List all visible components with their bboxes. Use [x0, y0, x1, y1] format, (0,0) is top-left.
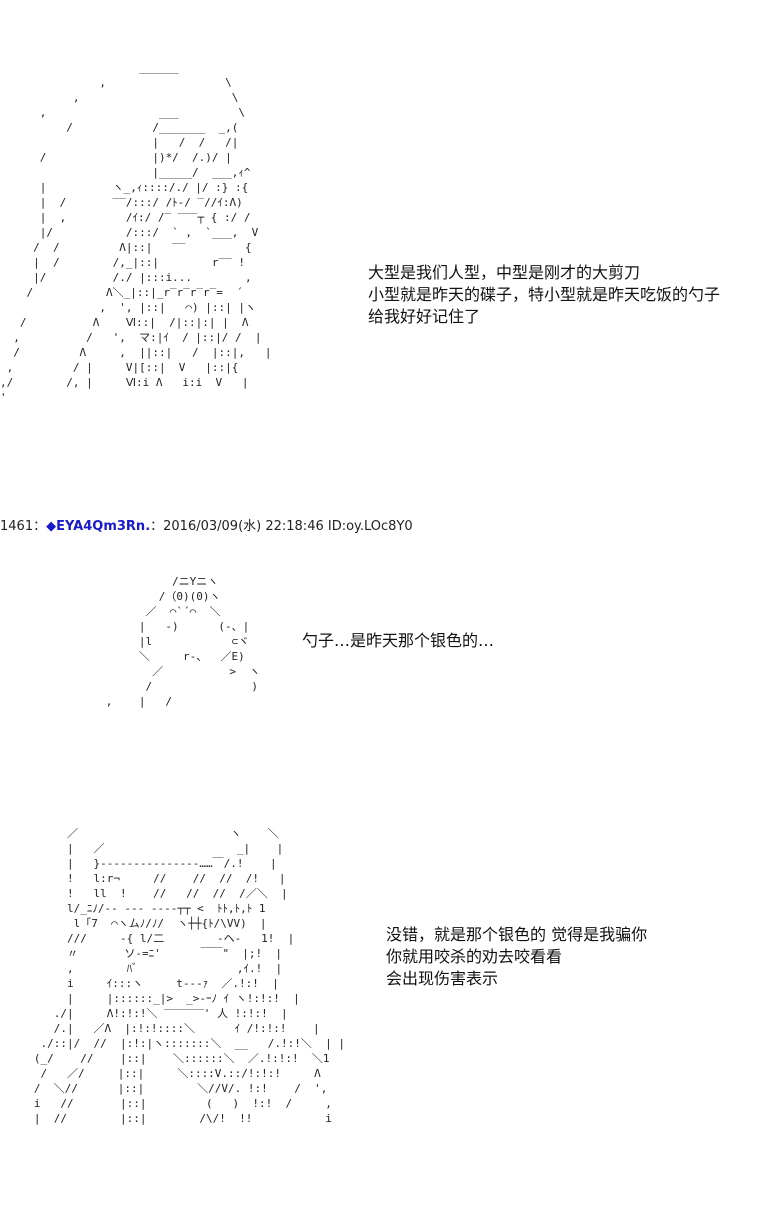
caption-line: 大型是我们人型，中型是刚才的大剪刀: [368, 263, 641, 282]
ascii-art-line: | / / /|: [0, 136, 239, 149]
ascii-art-line: |/ /:::/ ` , `___, V: [0, 226, 259, 239]
ascii-art-line: | / /,_|::| r‾‾ !: [0, 256, 246, 269]
ascii-art-line: ./| Λ!:!:!＼ ‾‾‾‾‾‾' 人 !:!:! |: [14, 1007, 288, 1020]
ascii-art-line: 〃 ソ‐=ﾆ' ￣￣" |;! |: [14, 947, 283, 960]
ascii-art-line: , / | V|[::| V |::|{: [0, 361, 239, 374]
caption-line: 会出现伤害表示: [386, 969, 499, 988]
post-meta: ：2016/03/09(水) 22:18:46 ID:oy.LOc8Y0: [150, 519, 413, 534]
ascii-art-line: / /_______ _,(: [0, 121, 239, 134]
ascii-art-line: | , /ｲ:/ /‾ ‾‾‾┬ { :/ /: [0, 211, 251, 224]
ascii-art-line: / Λ , ||::| / |::|, |: [0, 346, 272, 359]
ascii-art-line: ／ > ヽ: [66, 665, 261, 678]
ascii-art-line: |l ⊂ヾ: [66, 635, 250, 648]
ascii-art-line: i ｲ:::ヽ t‐‐-ｧ ／.!:! |: [14, 977, 279, 990]
ascii-art-large-figure: ______ , \ , \ , ___ \ / /_______ _,( | …: [0, 60, 272, 405]
ascii-art-line: | ／ _| |: [14, 842, 284, 855]
post-separator: ：: [33, 519, 47, 534]
ascii-art-line: /.| ／Λ |:!:!::::＼ ｲ /!:!:! |: [14, 1022, 320, 1035]
ascii-art-line: ／ ⌒`´⌒ ＼: [66, 605, 221, 618]
ascii-art-line: , \: [0, 91, 239, 104]
ascii-art-line: /ニYニヽ: [66, 575, 219, 588]
ascii-art-line: / Λ＼_|::|_r‾r‾r‾r‾= ´: [0, 286, 243, 299]
ascii-art-line: i // |::| ( ) !:! / ,: [14, 1097, 332, 1110]
caption-line: 小型就是昨天的碟子，特小型就是昨天吃饭的勺子: [368, 285, 721, 304]
ascii-art-line: ＼ r‐、 ／E): [66, 650, 245, 663]
poster-name: EYA4Qm3Rn: [56, 519, 146, 534]
ascii-art-line: l/_ﾆﾉ/‐‐ ‐‐‐ ‐‐‐‐┬┬ < ﾄﾄ,ﾄ,ﾄ 1: [14, 902, 266, 915]
post-number[interactable]: 1461: [0, 519, 34, 534]
ascii-art-line: | / ‾‾/:::/ /ﾄ-/ ‾//ｲ:Λ): [0, 196, 243, 209]
caption-line: 勺子…是昨天那个银色的…: [302, 631, 495, 650]
caption-spoon: 勺子…是昨天那个银色的…: [302, 630, 494, 652]
ascii-art-line: | }‐‐‐‐‐‐‐‐‐‐‐‐‐‐‐……￣/.! |: [14, 857, 277, 870]
ascii-art-scissor-figure: ／ ヽ ＼ | ／ _| | | }‐‐‐‐‐‐‐‐‐‐‐‐‐‐‐……￣/.! …: [14, 826, 345, 1126]
ascii-art-line: /（0)(0)ヽ: [66, 590, 221, 603]
ascii-art-line: |_____/ ___,ｨ^: [0, 166, 251, 179]
ascii-art-line: / Λ Ⅵ::| /|::|:| | Λ: [0, 316, 249, 329]
ascii-art-line: ! l:r¬ // // // /! |: [14, 872, 286, 885]
ascii-art-line: , ', |::| ⌒) |::| |ヽ: [0, 301, 257, 314]
ascii-art-line: | // |::| /\/! !! i: [14, 1112, 332, 1125]
trip-diamond-icon: ◆: [46, 519, 57, 534]
ascii-art-line: ,/ /, | Ⅵ:i Λ i:i V |: [0, 376, 249, 389]
post-header: 1461：◆EYA4Qm3Rn.：2016/03/09(水) 22:18:46 …: [0, 518, 413, 536]
ascii-art-line: ／ ヽ ＼: [14, 827, 279, 840]
ascii-art-line: , ﾊﾞ ,ｲ.! |: [14, 962, 283, 975]
ascii-art-line: / |)*/ /.)/ |: [0, 151, 232, 164]
ascii-art-yaruo-face: /ニYニヽ /（0)(0)ヽ ／ ⌒`´⌒ ＼ | -) (-、| |l ⊂ヾ …: [66, 574, 260, 709]
ascii-art-line: | -) (-、|: [66, 620, 250, 633]
ascii-art-line: , | /: [66, 695, 172, 708]
ascii-art-line: , ___ \: [0, 106, 246, 119]
caption-line: 没错，就是那个银色的 觉得是我骗你: [386, 925, 648, 944]
ascii-art-line: / ＼// |::| ＼//V/. !:! / ',: [14, 1082, 328, 1095]
ascii-art-line: ! ll ! // // // /／＼ |: [14, 887, 288, 900]
ascii-art-line: l「7 ⌒ヽムﾉ/ﾉ/ ヽ┼┼{ﾄ/\VV) |: [14, 917, 267, 930]
ascii-art-line: | ヽ_,ｨ::::/./ |/ :} :{: [0, 181, 249, 194]
caption-silver: 没错，就是那个银色的 觉得是我骗你 你就用咬杀的劝去咬看看 会出现伤害表示: [386, 924, 647, 990]
ascii-art-line: / / Λ|::| ‾‾ {: [0, 241, 252, 254]
ascii-art-line: / ): [66, 680, 259, 693]
caption-line: 你就用咬杀的劝去咬看看: [386, 947, 563, 966]
ascii-art-line: ': [0, 391, 7, 404]
ascii-art-line: / ／/ |::| ＼::::V.::/!:!:! Λ: [14, 1067, 321, 1080]
caption-line: 给我好好记住了: [368, 307, 481, 326]
ascii-art-line: | |::::::_|> _>-ｰﾉ ｲ ヽ!:!:! |: [14, 992, 300, 1005]
ascii-art-line: /// -{ l/二 ‐ヘ- 1! |: [14, 932, 295, 945]
poster-name-suffix: .: [145, 519, 151, 534]
ascii-art-line: , \: [0, 76, 232, 89]
ascii-art-line: ______: [0, 61, 179, 74]
ascii-art-line: , / ', マ:|ｲ / |::|/ / |: [0, 331, 262, 344]
ascii-art-line: |/ /./ |:::i... ,: [0, 271, 252, 284]
ascii-art-line: (_/ // |::| ＼::::::＼ ／.!:!:! ＼1: [14, 1052, 330, 1065]
ascii-art-line: ./::|/ // |:!:|ヽ:::::::＼ __ /.!:!＼ | |: [14, 1037, 346, 1050]
caption-sizes: 大型是我们人型，中型是刚才的大剪刀 小型就是昨天的碟子，特小型就是昨天吃饭的勺子…: [368, 262, 720, 328]
